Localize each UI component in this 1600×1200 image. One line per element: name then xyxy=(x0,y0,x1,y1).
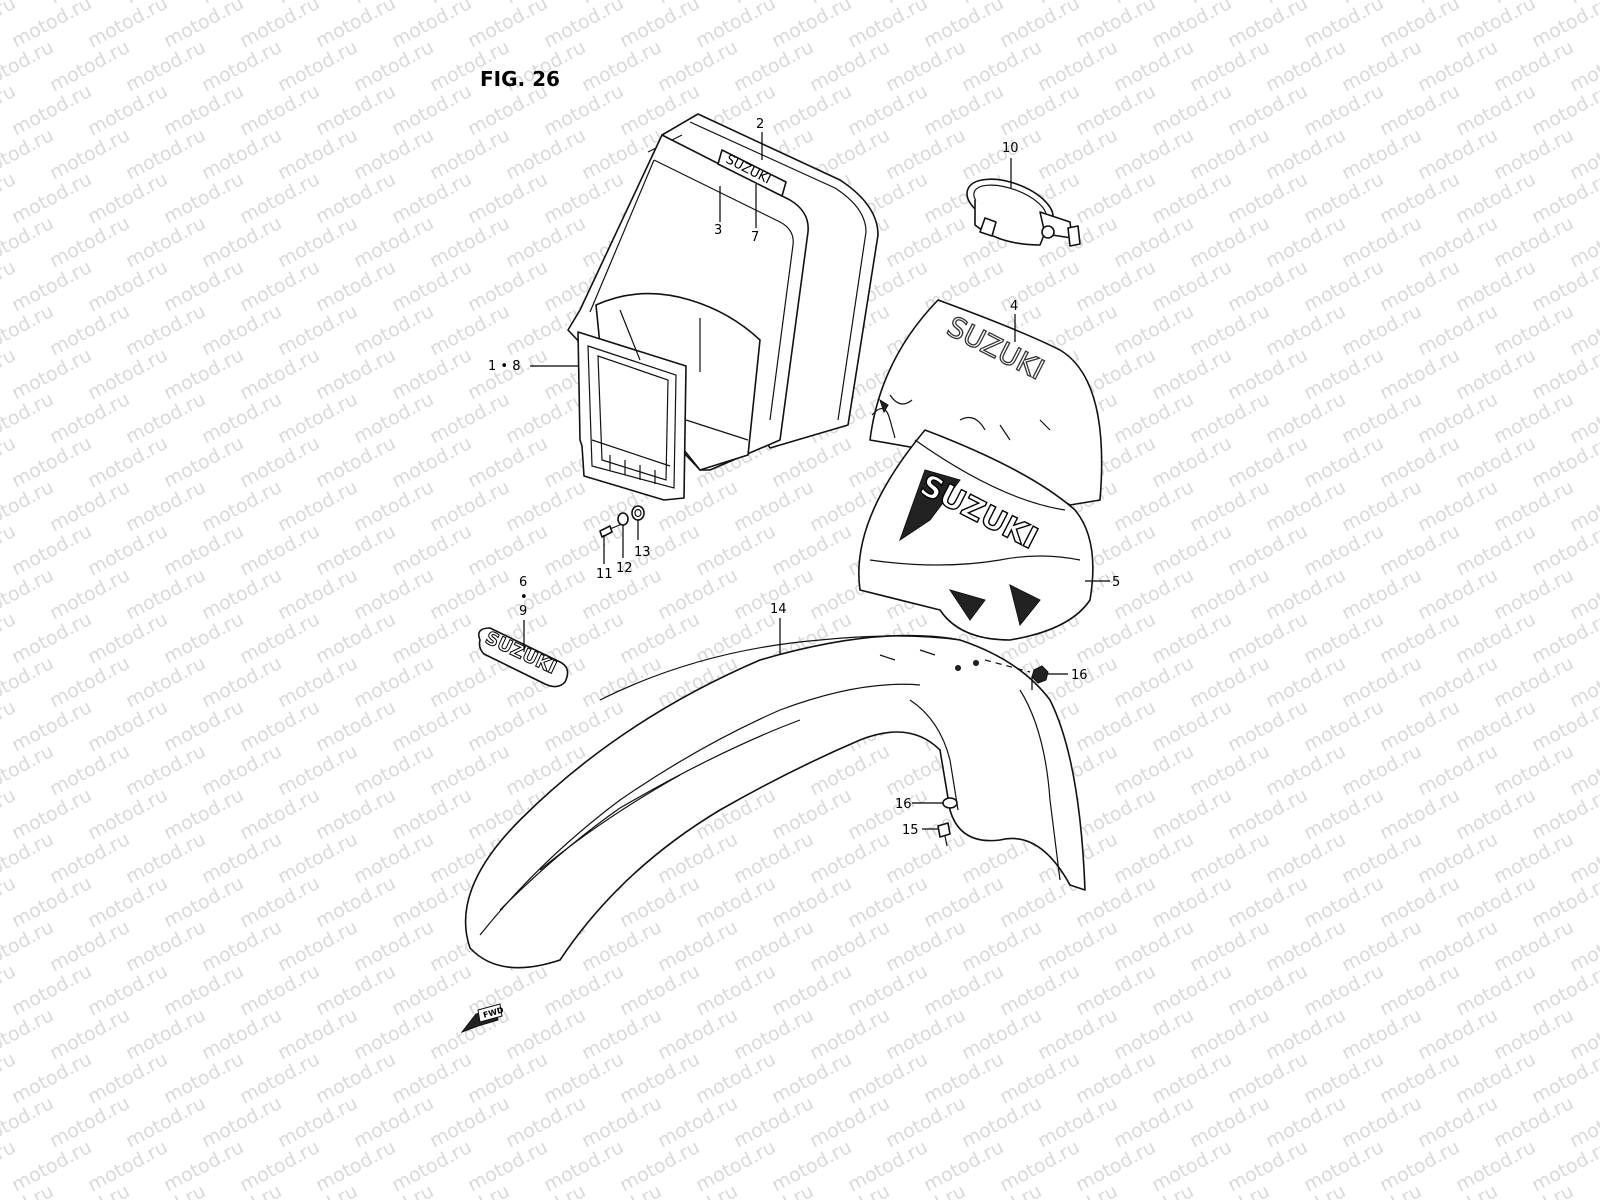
label-15: 15 xyxy=(902,823,919,838)
watermark-text: motod.ru xyxy=(464,0,551,52)
watermark-text: motod.ru xyxy=(1072,0,1159,52)
watermark-text: motod.ru xyxy=(1566,0,1600,8)
label-16-lower: 16 xyxy=(895,797,912,812)
watermark-text: motod.ru xyxy=(768,0,855,52)
label-16-upper: 16 xyxy=(1071,668,1088,683)
watermark-text: motod.ru xyxy=(920,0,1007,52)
watermark-text: motod.ru xyxy=(8,0,95,52)
watermark-text: motod.ru xyxy=(312,0,399,52)
watermark-text: motod.ru xyxy=(236,0,323,52)
label-10: 10 xyxy=(1002,141,1019,156)
watermark-text: motod.ru xyxy=(1224,0,1311,52)
watermark-text: motod.ru xyxy=(692,0,779,52)
number-plate-decal-lower: SUZUKI xyxy=(858,429,1094,641)
fwd-arrow-badge: FWD xyxy=(460,1003,505,1034)
watermark-text: motod.ru xyxy=(388,0,475,52)
watermark-text: motod.ru xyxy=(540,0,627,52)
clamp-part xyxy=(966,178,1081,247)
figure-title: FIG. 26 xyxy=(480,67,560,91)
label-1-8: 1 • 8 xyxy=(488,359,520,374)
washer-16-lower xyxy=(942,797,958,809)
label-6-dot: • xyxy=(520,590,528,605)
label-14: 14 xyxy=(770,602,787,617)
label-13: 13 xyxy=(634,545,651,560)
label-9: 9 xyxy=(519,604,527,619)
watermark-text: motod.ru xyxy=(1452,0,1539,52)
callout-labels: 2 3 7 1 • 8 10 4 5 6 • 9 14 11 12 13 16 … xyxy=(488,117,1120,838)
leader-lines xyxy=(523,132,1110,830)
watermark-text: motod.ru xyxy=(1148,0,1235,52)
bolt-15 xyxy=(937,822,951,847)
label-6: 6 xyxy=(519,575,527,590)
watermark-text: motod.ru xyxy=(616,0,703,52)
watermark-text: motod.ru xyxy=(160,0,247,52)
watermark-text: motod.ru xyxy=(844,0,931,52)
label-5: 5 xyxy=(1112,575,1120,590)
watermark-text: motod.ru xyxy=(1376,0,1463,52)
front-fender xyxy=(464,634,1086,969)
washer-12 xyxy=(617,512,629,526)
headlight-cover xyxy=(567,113,879,501)
label-2: 2 xyxy=(756,117,764,132)
label-12: 12 xyxy=(616,561,633,576)
label-7: 7 xyxy=(751,230,759,245)
grommet-13 xyxy=(631,505,645,521)
watermark-text: motod.ru xyxy=(1300,0,1387,52)
label-3: 3 xyxy=(714,223,722,238)
label-11: 11 xyxy=(596,567,613,582)
label-4: 4 xyxy=(1010,299,1018,314)
watermark-text: motod.ru xyxy=(84,0,171,52)
watermark-text: motod.ru xyxy=(996,0,1083,52)
